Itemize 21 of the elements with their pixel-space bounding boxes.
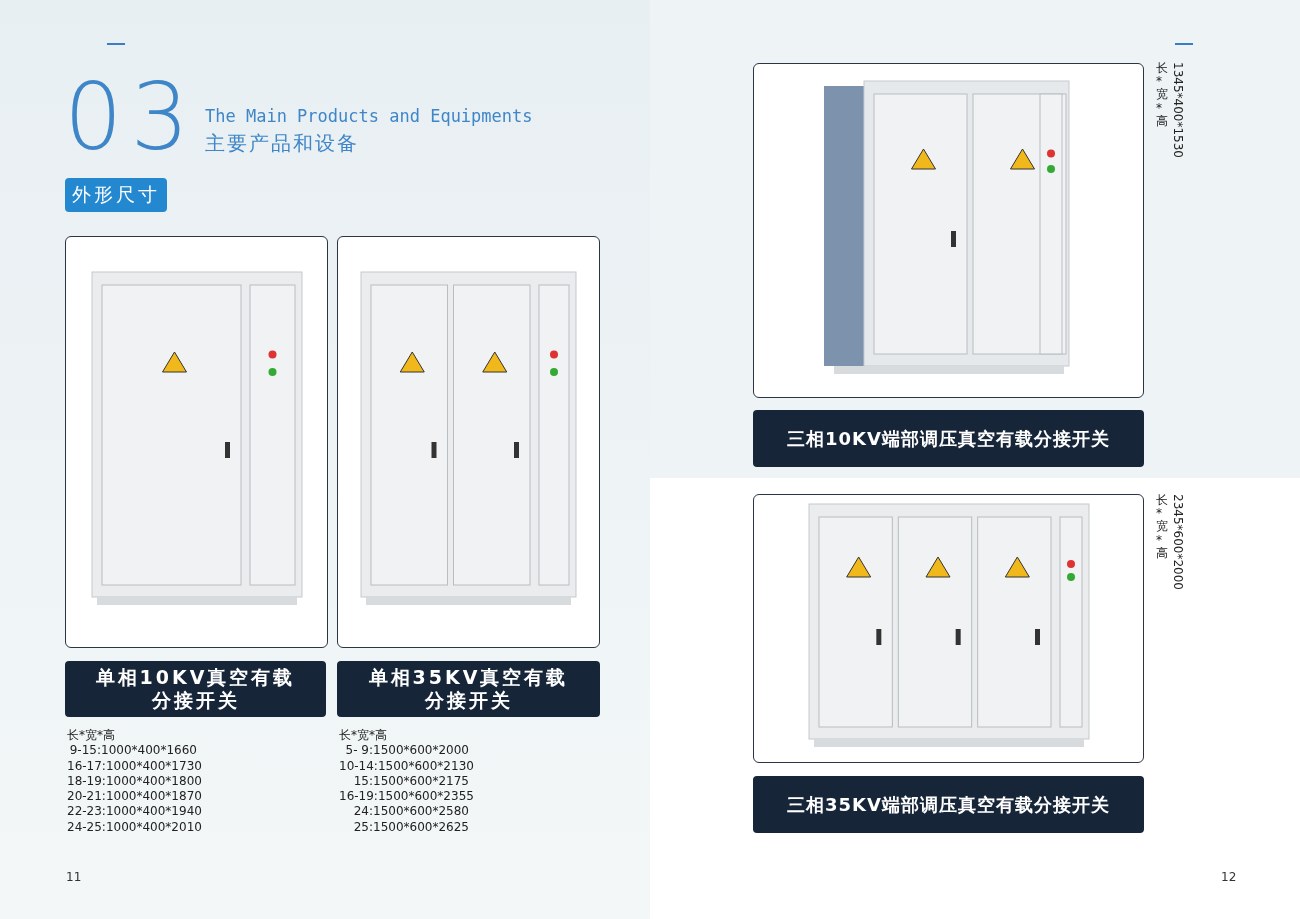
page-number: 11 [66, 870, 82, 884]
section-title: The Main Products and Equipments [205, 106, 533, 126]
section-tag: 外形尺寸 [65, 178, 167, 212]
product-name-banner: 单相10KV真空有载分接开关 [65, 661, 326, 717]
dimension-heading: 长*宽*高 [1156, 62, 1168, 128]
dimension-text: 25:1500*600*2625 [352, 819, 469, 836]
dimension-heading: 长*宽*高 [67, 728, 116, 744]
dimension-text: 15:1500*600*2175 [352, 773, 469, 790]
dimension-heading: 长*宽*高 [339, 728, 388, 744]
dimension-text: 9-15:1000*400*1660 [68, 743, 197, 759]
dimension-text: 2345*600*2000 [1171, 494, 1185, 590]
dimension-heading: 长*宽*高 [1156, 494, 1168, 560]
dimension-text: 1345*400*1530 [1171, 62, 1185, 158]
product-name-banner: 三相10KV端部调压真空有载分接开关 [753, 410, 1144, 467]
dimension-text: 24:1500*600*2580 [352, 804, 469, 820]
dimension-text: 5- 9:1500*600*2000 [344, 743, 469, 759]
page-number: 12 [1221, 870, 1237, 884]
section-number: 03 [64, 72, 198, 164]
product-name-banner: 三相35KV端部调压真空有载分接开关 [753, 776, 1144, 833]
product-name-banner: 单相35KV真空有载分接开关 [337, 661, 600, 717]
section-subtitle: 主要产品和设备 [205, 130, 359, 157]
